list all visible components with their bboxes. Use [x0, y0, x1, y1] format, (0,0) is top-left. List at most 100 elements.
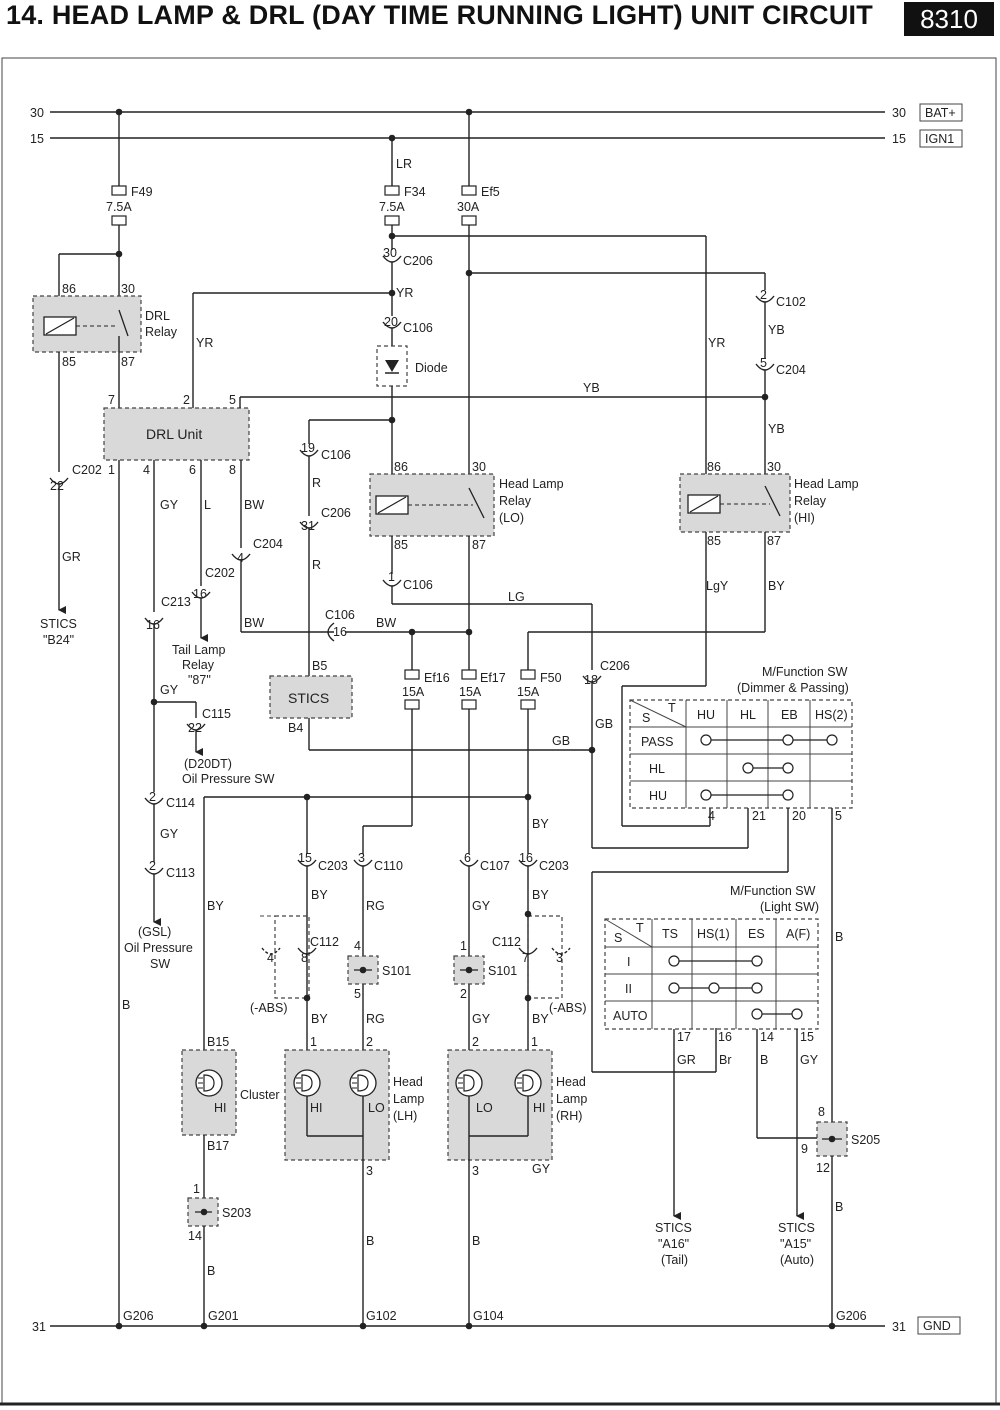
svg-text:87: 87	[472, 538, 486, 552]
svg-text:TS: TS	[662, 927, 678, 941]
svg-text:Br: Br	[719, 1053, 732, 1067]
svg-text:8: 8	[301, 951, 308, 965]
svg-text:GY: GY	[472, 899, 491, 913]
svg-text:"A15": "A15"	[780, 1237, 811, 1251]
svg-text:3: 3	[472, 1164, 479, 1178]
fuse-f34: F34 7.5A	[379, 185, 426, 226]
svg-text:C106: C106	[403, 578, 433, 592]
svg-text:22: 22	[50, 479, 64, 493]
diagram-frame	[1, 57, 997, 1405]
svg-text:YR: YR	[708, 336, 725, 350]
splice-s101-left: 4 5 S101	[347, 939, 411, 1001]
svg-text:1: 1	[460, 939, 467, 953]
svg-text:ES: ES	[748, 927, 765, 941]
svg-text:BW: BW	[244, 498, 264, 512]
svg-text:16: 16	[718, 1030, 732, 1044]
svg-text:LO: LO	[368, 1101, 385, 1115]
svg-text:YB: YB	[768, 323, 785, 337]
svg-text:GY: GY	[532, 1162, 551, 1176]
svg-text:12: 12	[816, 1161, 830, 1175]
svg-text:GR: GR	[62, 550, 81, 564]
svg-text:Relay: Relay	[145, 325, 178, 339]
svg-text:BY: BY	[768, 579, 785, 593]
svg-text:B: B	[472, 1234, 480, 1248]
svg-text:HI: HI	[533, 1101, 546, 1115]
svg-text:BY: BY	[532, 817, 549, 831]
svg-text:G206: G206	[836, 1309, 867, 1323]
svg-text:EB: EB	[781, 708, 798, 722]
svg-text:1: 1	[388, 570, 395, 584]
svg-text:C204: C204	[776, 363, 806, 377]
svg-text:"A16": "A16"	[658, 1237, 689, 1251]
page-title: 14. HEAD LAMP & DRL (DAY TIME RUNNING LI…	[6, 0, 873, 30]
svg-text:BY: BY	[532, 888, 549, 902]
svg-text:4: 4	[237, 551, 244, 565]
svg-text:(-ABS): (-ABS)	[250, 1001, 288, 1015]
svg-text:S101: S101	[488, 964, 517, 978]
svg-text:2: 2	[760, 288, 767, 302]
connector-c110-pin3: 3 C110	[353, 851, 403, 873]
svg-text:HL: HL	[649, 762, 665, 776]
bat-label: BAT+	[925, 106, 956, 120]
svg-text:Ef5: Ef5	[481, 185, 500, 199]
svg-text:GR: GR	[677, 1053, 696, 1067]
svg-text:HU: HU	[649, 789, 667, 803]
svg-text:14: 14	[760, 1030, 774, 1044]
svg-text:C213: C213	[161, 595, 191, 609]
connector-c106-pin16: 16 C106	[325, 608, 355, 642]
svg-text:LgY: LgY	[706, 579, 729, 593]
svg-text:GY: GY	[160, 498, 179, 512]
svg-text:DRL Unit: DRL Unit	[146, 426, 202, 442]
svg-text:2: 2	[149, 859, 156, 873]
svg-text:LO: LO	[476, 1101, 493, 1115]
svg-text:T: T	[668, 701, 676, 715]
connector-c114-pin2: 2 C114	[144, 790, 195, 810]
svg-text:15A: 15A	[459, 685, 482, 699]
svg-text:B4: B4	[288, 721, 303, 735]
svg-text:B: B	[835, 930, 843, 944]
svg-text:30: 30	[892, 106, 906, 120]
svg-text:Relay: Relay	[499, 494, 532, 508]
svg-text:RG: RG	[366, 899, 385, 913]
svg-text:C110: C110	[374, 859, 403, 873]
svg-text:15: 15	[892, 132, 906, 146]
svg-text:1: 1	[193, 1182, 200, 1196]
connector-c112-left: 4 8 C112 (-ABS)	[250, 915, 339, 1015]
connector-c203-pin15: 15 C203	[297, 851, 348, 873]
svg-text:DRL: DRL	[145, 309, 170, 323]
svg-text:85: 85	[62, 355, 76, 369]
svg-text:YB: YB	[583, 381, 600, 395]
svg-text:7: 7	[108, 393, 115, 407]
svg-text:HU: HU	[697, 708, 715, 722]
svg-text:HI: HI	[214, 1101, 227, 1115]
fuse-ef16: Ef16 15A	[402, 669, 450, 710]
svg-text:C106: C106	[403, 321, 433, 335]
fuse-f49: F49 7.5A	[106, 185, 153, 226]
svg-text:Diode: Diode	[415, 361, 448, 375]
svg-text:S203: S203	[222, 1206, 251, 1220]
svg-text:II: II	[625, 982, 632, 996]
svg-text:7.5A: 7.5A	[106, 200, 132, 214]
connector-c202-pin16: 16 C202	[191, 566, 235, 601]
svg-text:Lamp: Lamp	[393, 1092, 424, 1106]
svg-text:3: 3	[358, 851, 365, 865]
svg-text:L: L	[204, 498, 211, 512]
svg-text:30: 30	[383, 246, 397, 260]
svg-text:5: 5	[760, 356, 767, 370]
svg-text:C106: C106	[325, 608, 355, 622]
svg-text:STICS: STICS	[288, 690, 329, 706]
connector-c204-pin5: 5 C204	[755, 356, 806, 377]
svg-text:C203: C203	[539, 859, 569, 873]
svg-text:S: S	[642, 711, 650, 725]
svg-text:(Dimmer & Passing): (Dimmer & Passing)	[737, 681, 849, 695]
svg-text:R: R	[312, 476, 321, 490]
svg-text:22: 22	[188, 721, 202, 735]
svg-text:C102: C102	[776, 295, 806, 309]
fuse-f50: F50 15A	[517, 669, 562, 710]
svg-text:8: 8	[229, 463, 236, 477]
svg-text:M/Function SW: M/Function SW	[730, 884, 816, 898]
svg-text:1: 1	[108, 463, 115, 477]
svg-text:7.5A: 7.5A	[379, 200, 405, 214]
svg-text:1: 1	[310, 1035, 317, 1049]
svg-text:R: R	[312, 558, 321, 572]
